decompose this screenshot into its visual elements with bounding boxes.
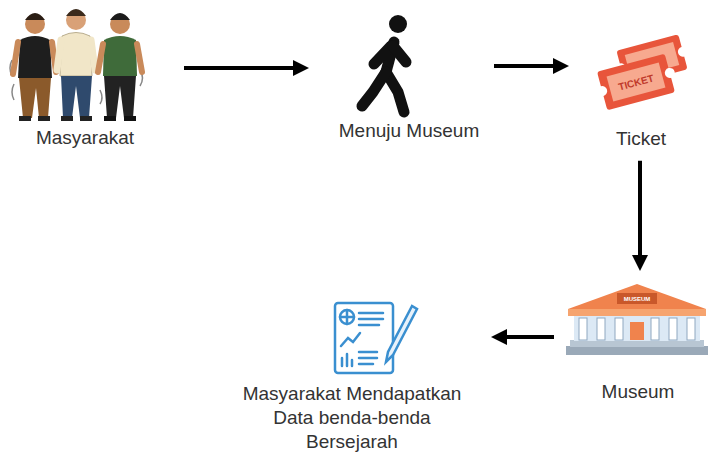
- icon-node: Menuju Museum: [332, 12, 486, 143]
- icon-node: Masyarakat: [8, 8, 162, 150]
- icon-node: Masyarakat Mendapatkan Data benda-benda …: [222, 300, 482, 453]
- node-caption: Masyarakat: [10, 126, 160, 150]
- flow-arrow: [494, 64, 554, 68]
- node-caption: Ticket: [580, 127, 702, 151]
- museum-icon: [566, 284, 708, 355]
- people-icon: [10, 9, 143, 121]
- flow-arrow: [184, 66, 294, 70]
- document-icon: [335, 303, 417, 373]
- node-caption: Museum: [564, 380, 712, 404]
- ticket-icon: [592, 33, 692, 112]
- flow-arrow: [638, 161, 642, 256]
- node-caption: Masyarakat Mendapatkan Data benda-benda …: [227, 382, 477, 453]
- sign-text: MUSEUM: [624, 296, 651, 302]
- flow-arrow: [506, 335, 554, 339]
- ticket-text: TICKET: [617, 72, 655, 92]
- walking-icon: [362, 15, 407, 112]
- node-caption: Menuju Museum: [334, 119, 484, 143]
